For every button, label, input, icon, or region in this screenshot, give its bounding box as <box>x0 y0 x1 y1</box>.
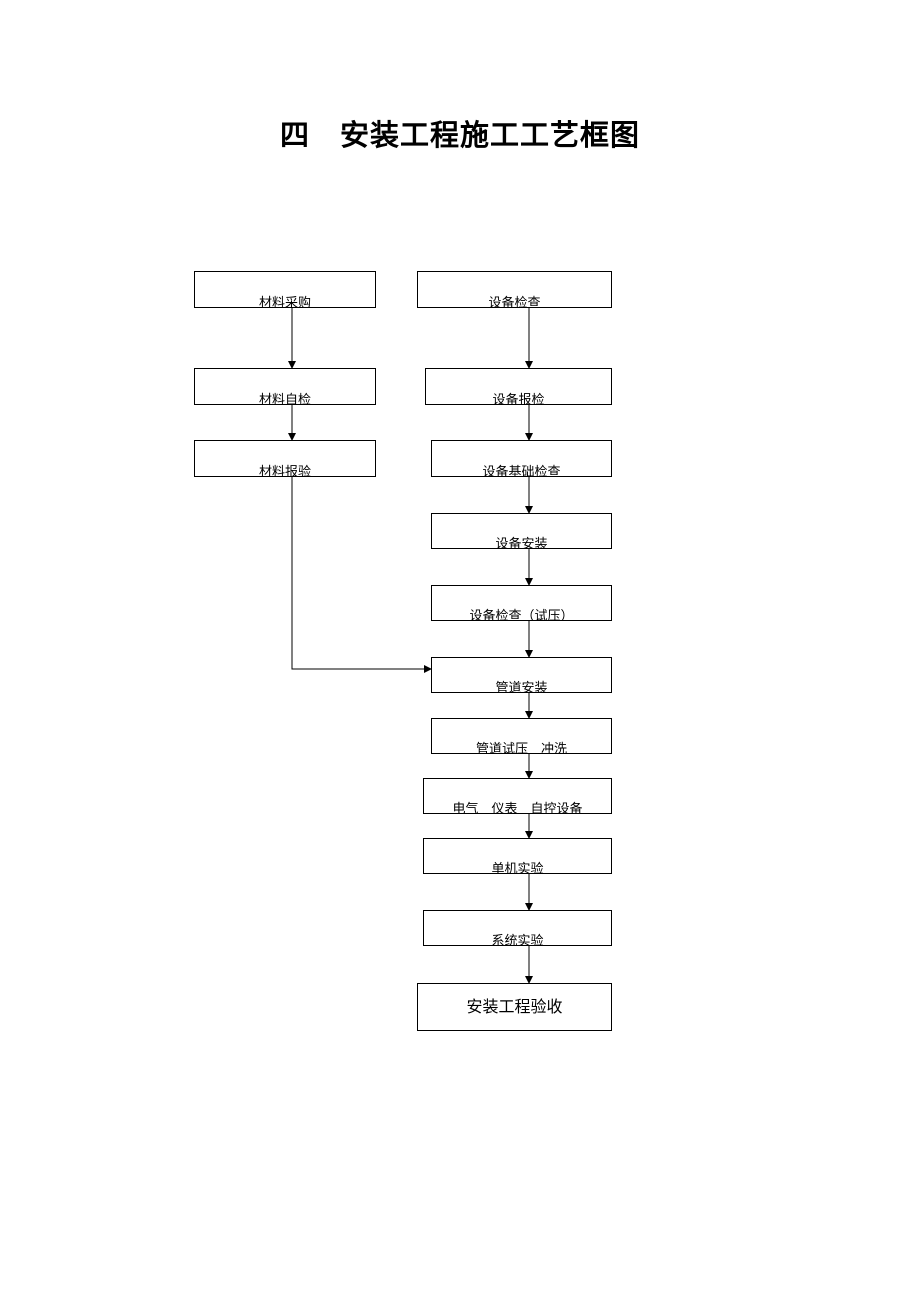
step-system-test: 系统实验 <box>423 910 612 946</box>
step-label: 设备检查 <box>488 296 541 308</box>
step-label: 设备检查（试压） <box>469 609 574 621</box>
step-equipment-install: 设备安装 <box>431 513 612 549</box>
step-foundation-inspection: 设备基础检查 <box>431 440 612 477</box>
step-equipment-pressure-test: 设备检查（试压） <box>431 585 612 621</box>
step-label: 材料采购 <box>258 296 311 308</box>
step-label: 设备安装 <box>495 537 548 549</box>
step-pipe-install: 管道安装 <box>431 657 612 693</box>
step-acceptance: 安装工程验收 <box>417 983 612 1031</box>
step-material-selfcheck: 材料自检 <box>194 368 376 405</box>
step-label: 管道安装 <box>495 681 548 693</box>
step-electrical-instrument: 电气 仪表 自控设备 <box>423 778 612 814</box>
step-label: 材料报验 <box>258 465 311 477</box>
step-material-report: 材料报验 <box>194 440 376 477</box>
step-material-purchase: 材料采购 <box>194 271 376 308</box>
step-single-machine-test: 单机实验 <box>423 838 612 874</box>
step-label: 电气 仪表 自控设备 <box>452 802 583 814</box>
step-label: 材料自检 <box>258 393 311 405</box>
step-label: 设备基础检查 <box>482 465 561 477</box>
step-label: 系统实验 <box>491 934 544 946</box>
step-label: 设备报检 <box>492 393 545 405</box>
step-pipe-test-flush: 管道试压 冲洗 <box>431 718 612 754</box>
step-equipment-report: 设备报检 <box>425 368 612 405</box>
arrow-report-to-pipe-install <box>291 477 432 673</box>
step-label: 单机实验 <box>491 862 544 874</box>
step-label: 管道试压 冲洗 <box>475 742 567 754</box>
page-title: 四 安装工程施工工艺框图 <box>279 118 640 152</box>
step-label: 安装工程验收 <box>466 997 563 1016</box>
step-equipment-inspection: 设备检查 <box>417 271 612 308</box>
